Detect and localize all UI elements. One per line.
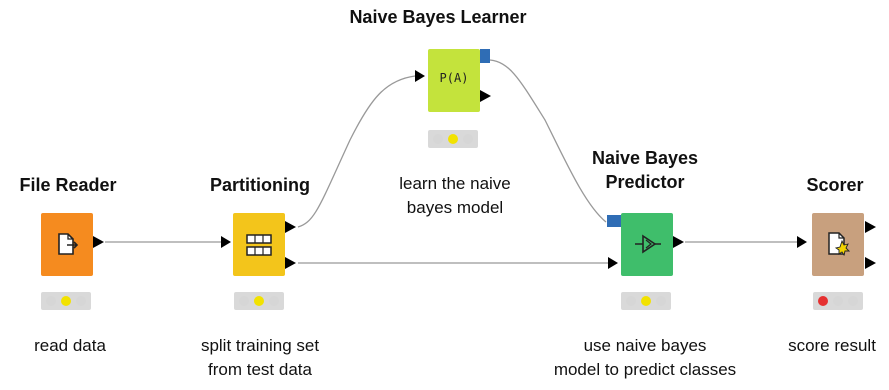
status-traffic-light-predictor (621, 292, 671, 310)
status-light (239, 296, 249, 306)
node-description-file-reader: read data (5, 334, 135, 358)
probability-icon: P(A) (439, 71, 469, 85)
description-line: from test data (208, 360, 312, 379)
input-port-learner[interactable] (415, 70, 425, 82)
node-description-predictor: use naive bayes model to predict classes (530, 334, 760, 382)
naive-bayes-learner-node[interactable]: P(A) (428, 49, 480, 112)
description-line: bayes model (406, 198, 504, 217)
status-light (818, 296, 828, 306)
output-port-predictor[interactable] (673, 235, 685, 249)
file-reader-icon (58, 233, 79, 255)
description-line: score result (788, 336, 876, 355)
status-traffic-light-scorer (813, 292, 863, 310)
title-line: Naive Bayes (591, 148, 699, 168)
model-input-port-predictor[interactable] (607, 215, 621, 227)
predictor-icon (635, 234, 661, 254)
status-light (269, 296, 279, 306)
status-traffic-light-learner (428, 130, 478, 148)
partitioning-node[interactable] (233, 213, 285, 276)
status-light (463, 134, 473, 144)
input-port-partitioning[interactable] (221, 236, 231, 248)
node-title-scorer: Scorer (806, 175, 864, 195)
input-port-scorer[interactable] (797, 236, 807, 248)
scorer-node[interactable] (812, 213, 864, 276)
status-light (848, 296, 858, 306)
description-line: read data (34, 336, 106, 355)
description-line: learn the naive (399, 174, 511, 193)
title-line: Predictor (605, 172, 685, 192)
status-light (626, 296, 636, 306)
status-traffic-light-partitioning (234, 292, 284, 310)
status-light (433, 134, 443, 144)
node-description-scorer: score result (775, 334, 889, 358)
naive-bayes-predictor-node[interactable] (621, 213, 673, 276)
output-port-scorer-top[interactable] (865, 220, 877, 234)
node-title-partitioning: Partitioning (210, 175, 310, 195)
model-output-port-learner[interactable] (480, 49, 490, 63)
file-reader-node[interactable] (41, 213, 93, 276)
status-light (641, 296, 651, 306)
description-line: model to predict classes (553, 360, 737, 379)
status-light (61, 296, 71, 306)
output-port-file-reader[interactable] (93, 235, 105, 249)
input-port-predictor-data[interactable] (608, 257, 618, 269)
description-line: split training set (200, 336, 320, 355)
status-light (254, 296, 264, 306)
node-description-learner: learn the naive bayes model (370, 172, 540, 220)
status-traffic-light-file-reader (41, 292, 91, 310)
node-title-predictor: Naive Bayes Predictor (575, 146, 715, 194)
connection-partitioning-to-learner[interactable] (297, 75, 416, 228)
status-light (46, 296, 56, 306)
output-port-learner-data[interactable] (480, 89, 492, 103)
status-light (448, 134, 458, 144)
output-port-partitioning-bottom[interactable] (285, 256, 297, 270)
description-line: use naive bayes (583, 336, 707, 355)
output-port-scorer-bottom[interactable] (865, 256, 877, 270)
scorer-icon (828, 232, 851, 257)
output-port-partitioning-top[interactable] (285, 220, 297, 234)
connection-learner-to-predictor[interactable] (489, 59, 607, 223)
status-light (76, 296, 86, 306)
status-light (833, 296, 843, 306)
partition-icon (246, 234, 272, 256)
status-light (656, 296, 666, 306)
node-description-partitioning: split training set from test data (165, 334, 355, 382)
node-title-learner: Naive Bayes Learner (349, 7, 527, 27)
node-title-file-reader: File Reader (19, 175, 117, 195)
